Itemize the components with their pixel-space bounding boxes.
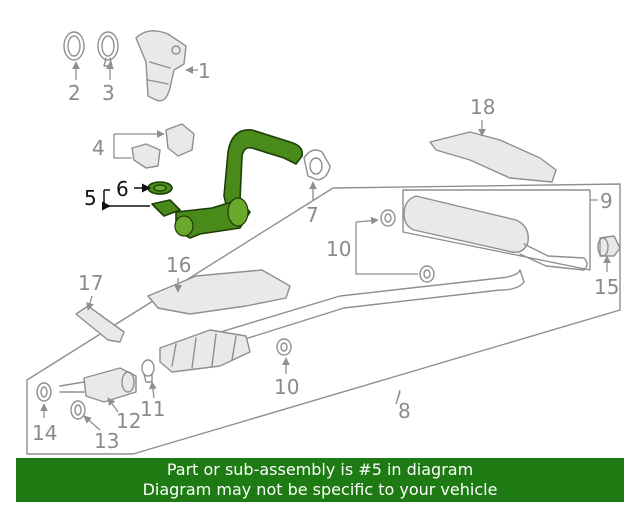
insulator-part-14[interactable] [36,382,52,402]
bracket-part-17[interactable] [75,305,125,343]
callout-6[interactable]: 6 [116,177,129,201]
bracket-part-4[interactable] [131,123,195,169]
intermediate-pipe-part-8[interactable] [159,269,525,373]
gasket-part-13[interactable] [70,400,86,420]
catalytic-converter-part-1[interactable] [135,30,187,102]
heat-shield-part-18[interactable] [429,131,557,183]
callout-4[interactable]: 4 [92,136,105,160]
gasket-part-7[interactable] [303,149,331,181]
gasket-part-2[interactable] [63,31,85,61]
callout-18[interactable]: 18 [470,95,495,119]
muffler-inset-box [402,189,591,271]
callout-13[interactable]: 13 [94,429,119,453]
muffler-part-9[interactable] [403,195,588,271]
insulator-part-10-lower[interactable] [419,265,435,283]
info-banner: Part or sub-assembly is #5 in diagram Di… [16,458,624,502]
callout-10-upper[interactable]: 10 [326,237,351,261]
callout-7[interactable]: 7 [306,203,319,227]
banner-line-2: Diagram may not be specific to your vehi… [142,480,498,499]
callout-3[interactable]: 3 [102,81,115,105]
callout-10-lower[interactable]: 10 [274,375,299,399]
clamp-part-11[interactable] [141,359,155,383]
callout-5[interactable]: 5 [84,186,97,210]
converter-part-12[interactable] [59,367,137,403]
callout-15[interactable]: 15 [594,275,619,299]
callout-14[interactable]: 14 [32,421,57,445]
callout-9[interactable]: 9 [600,189,613,213]
gasket-part-6[interactable] [147,181,173,195]
callout-1[interactable]: 1 [198,59,211,83]
heat-shield-part-16[interactable] [147,269,291,315]
exhaust-tip-part-15[interactable] [597,235,621,257]
front-exhaust-pipe-part-5[interactable] [151,129,304,239]
callout-11[interactable]: 11 [140,397,165,421]
callout-17[interactable]: 17 [78,271,103,295]
clamp-part-3[interactable] [97,31,119,67]
callout-8[interactable]: 8 [398,399,411,423]
callout-12[interactable]: 12 [116,409,141,433]
insulator-part-10-upper[interactable] [380,209,396,227]
callout-16[interactable]: 16 [166,253,191,277]
insulator-part-10-center[interactable] [276,338,292,356]
banner-line-1: Part or sub-assembly is #5 in diagram [166,460,474,479]
callout-2[interactable]: 2 [68,81,81,105]
exhaust-assembly-panel [26,183,621,455]
